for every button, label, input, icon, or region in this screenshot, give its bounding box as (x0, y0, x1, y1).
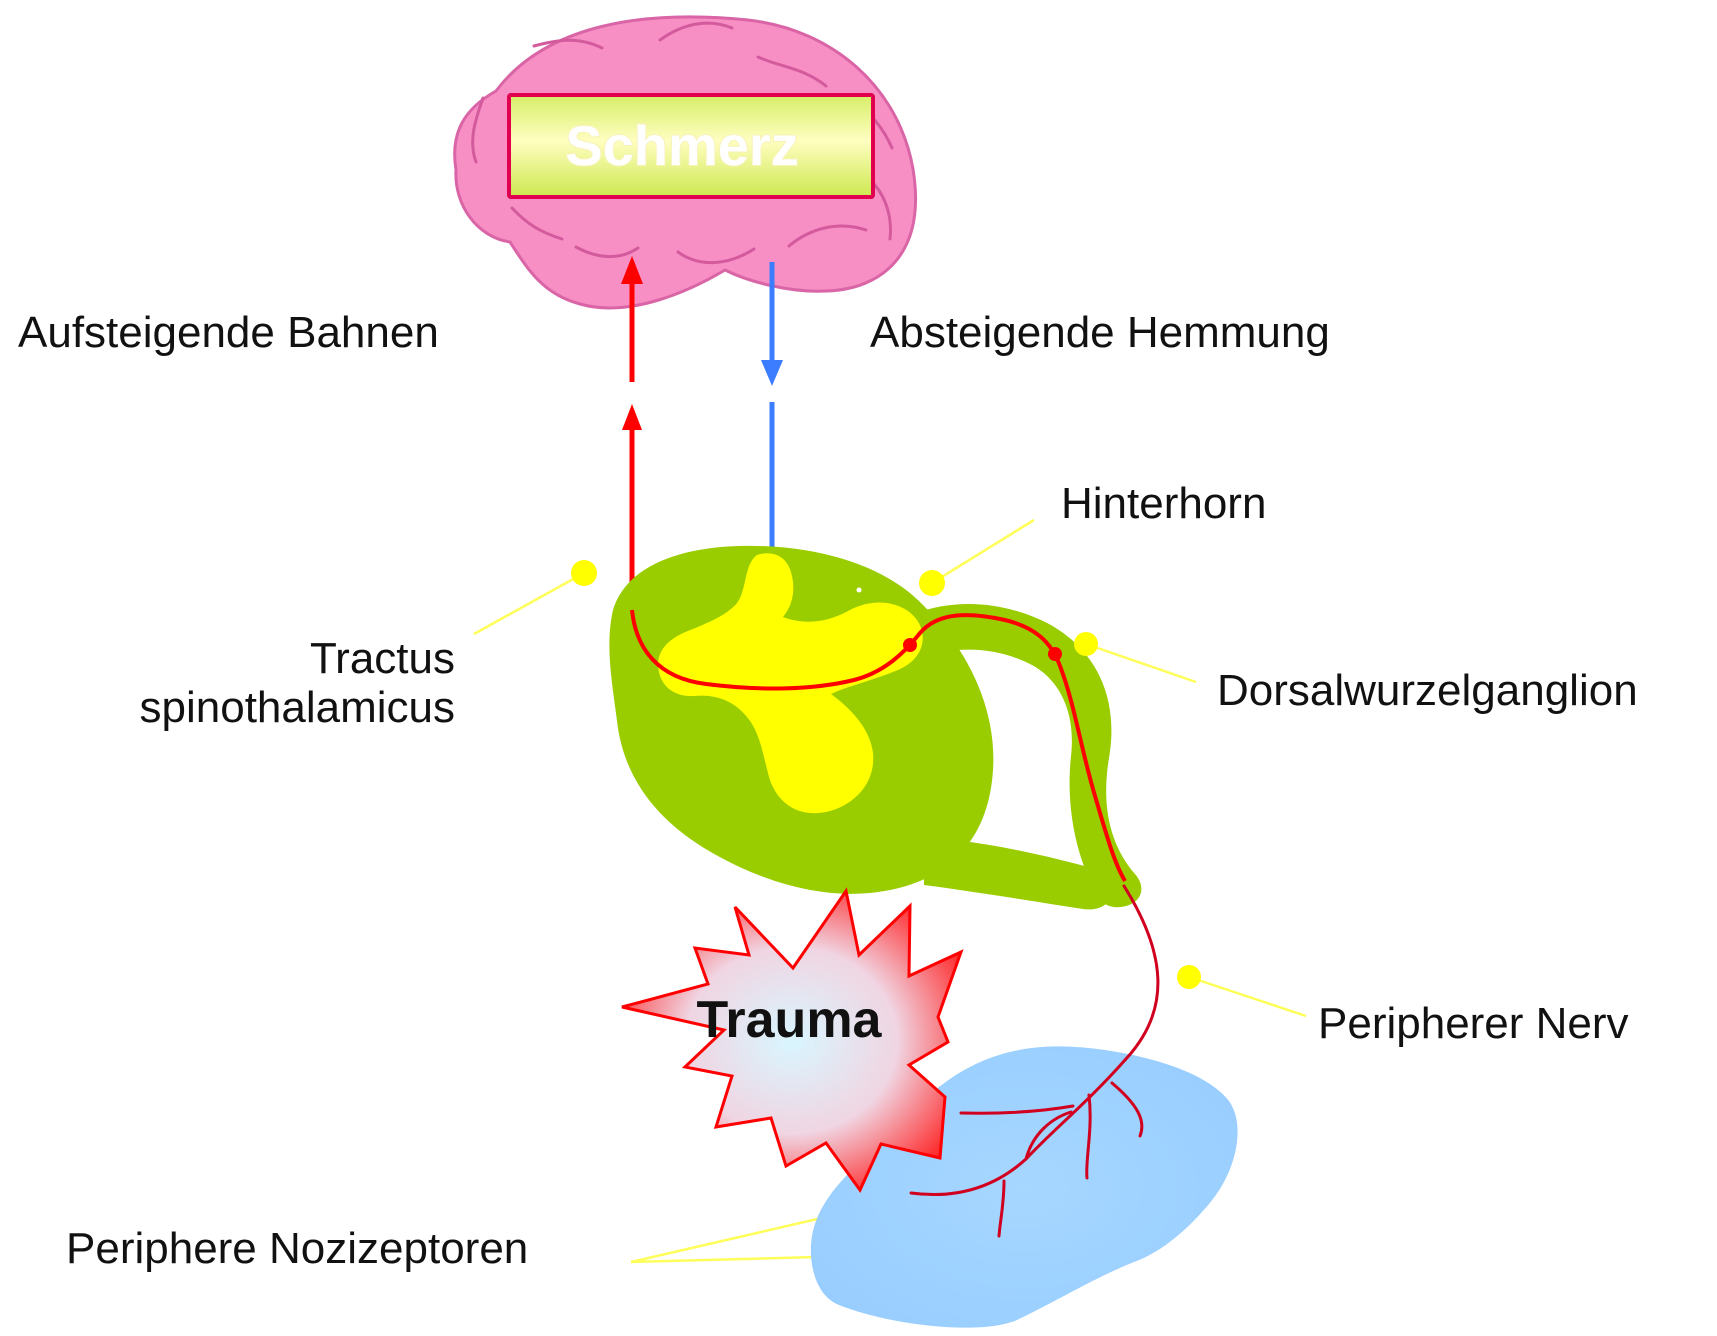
ganglion-label: Dorsalwurzelganglion (1217, 666, 1638, 715)
peripheral-nerve-label: Peripherer Nerv (1318, 999, 1629, 1048)
tract-label-line1: Tractus (310, 634, 455, 683)
dorsal-root-ganglion-cell (1048, 647, 1062, 661)
ascending-label: Aufsteigende Bahnen (18, 308, 439, 357)
nociceptors-label: Periphere Nozizeptoren (66, 1224, 528, 1273)
tract-label-line2: spinothalamicus (140, 683, 456, 732)
trauma-label: Trauma (697, 991, 883, 1049)
schmerz-title: Schmerz (565, 114, 798, 177)
dorsal-horn-label: Hinterhorn (1061, 479, 1266, 528)
dorsal-horn-synapse (903, 638, 917, 652)
spinal-cord-small-dot (857, 588, 862, 593)
descending-label: Absteigende Hemmung (870, 308, 1330, 357)
ganglion-callout-dot (1074, 632, 1098, 656)
dorsal-horn-callout-dot (919, 570, 945, 596)
peripheral-nerve-callout-dot (1177, 965, 1201, 989)
tract-callout-dot (571, 560, 597, 586)
